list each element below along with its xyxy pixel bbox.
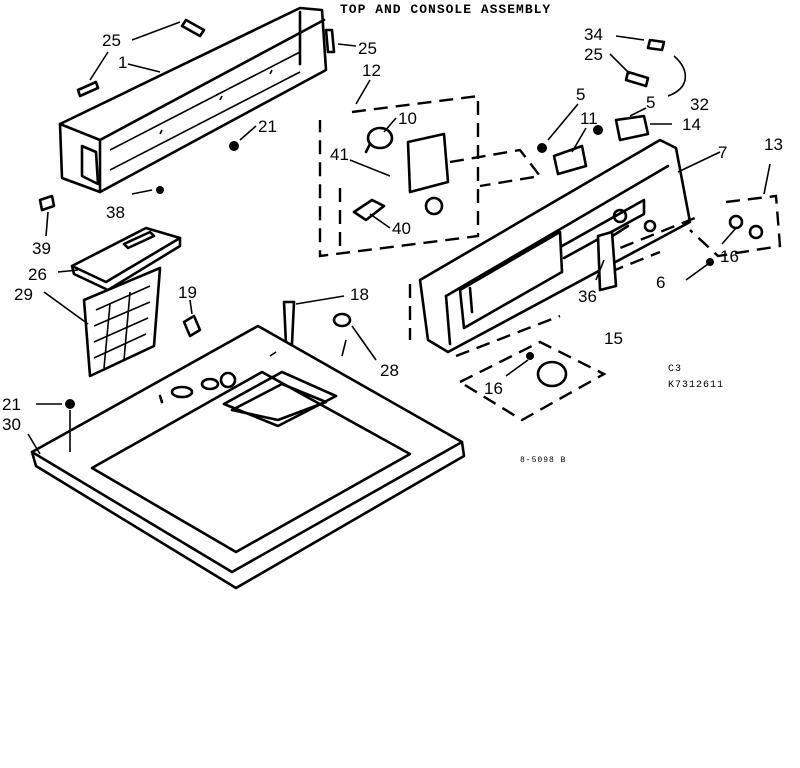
callout-1: 1 — [118, 53, 127, 72]
screw-25-right — [324, 28, 336, 54]
switch-41 — [406, 132, 450, 194]
callout-39: 39 — [32, 239, 51, 258]
callout-18: 18 — [350, 285, 369, 304]
callout-16-right: 16 — [720, 247, 739, 266]
lint-cover-26 — [70, 226, 182, 292]
leader-lines — [27, 21, 771, 455]
wire-32 — [667, 55, 687, 97]
main-top-30 — [30, 324, 466, 590]
bracket-36 — [596, 230, 618, 292]
callout-40: 40 — [392, 219, 411, 238]
console-dashed-lower — [609, 250, 661, 274]
callout-26: 26 — [28, 265, 47, 284]
callout-15: 15 — [604, 329, 623, 348]
front-console-7 — [408, 138, 692, 354]
callout-10: 10 — [398, 109, 417, 128]
screw-5-left — [537, 143, 547, 153]
terminal-14 — [614, 114, 650, 142]
screw-21-upper — [229, 141, 239, 151]
callout-38: 38 — [106, 203, 125, 222]
screw-5-right — [593, 125, 603, 135]
callout-21-upper: 21 — [258, 117, 277, 136]
console-dashed-right — [599, 214, 701, 258]
callout-34: 34 — [584, 25, 603, 44]
callout-13: 13 — [764, 135, 783, 154]
knob-group-13-box — [689, 194, 782, 258]
knob-40-stem — [424, 196, 444, 216]
screw-39 — [38, 194, 56, 212]
callout-41: 41 — [330, 145, 349, 164]
plug-28-leader-stub — [341, 339, 347, 357]
callout-28: 28 — [380, 361, 399, 380]
console-dashed-base — [455, 314, 561, 358]
knob-15 — [536, 360, 568, 388]
plug-28 — [332, 312, 352, 328]
callout-30: 30 — [2, 415, 21, 434]
callout-5-lower: 5 — [646, 93, 655, 112]
switch-11 — [552, 144, 588, 176]
callout-7: 7 — [718, 143, 727, 162]
callout-21-lower: 21 — [2, 395, 21, 414]
clip-16-lower — [526, 352, 534, 360]
lint-screen-29 — [82, 266, 162, 378]
callout-25-left: 25 — [102, 31, 121, 50]
knob-group-15-box — [457, 340, 607, 422]
callout-16-lower: 16 — [484, 379, 503, 398]
diagram-title: TOP AND CONSOLE ASSEMBLY — [340, 2, 552, 17]
callout-6: 6 — [656, 273, 665, 292]
callout-25-console: 25 — [584, 45, 603, 64]
callout-29: 29 — [14, 285, 33, 304]
screw-25-top — [180, 18, 206, 38]
screw-25-console — [624, 70, 650, 88]
screw-34 — [646, 38, 666, 52]
leader-41 — [449, 148, 543, 188]
screw-18 — [282, 300, 296, 346]
knob-40 — [352, 198, 386, 222]
knob-13 — [728, 214, 744, 230]
knob-10 — [364, 126, 394, 154]
callout-32: 32 — [690, 95, 709, 114]
clip-19 — [182, 314, 202, 338]
callout-12: 12 — [362, 61, 381, 80]
callout-19: 19 — [178, 283, 197, 302]
model-number: K7312611 — [668, 380, 725, 391]
callout-36: 36 — [578, 287, 597, 306]
back-console-panel — [58, 6, 328, 194]
knob-13b — [748, 224, 764, 240]
callout-25-right: 25 — [358, 39, 377, 58]
timer-group-12-box — [318, 94, 480, 258]
drawing-number: 8-5098 B — [520, 456, 567, 465]
callout-14: 14 — [682, 115, 701, 134]
callout-5-upper: 5 — [576, 85, 585, 104]
screw-21-lower — [65, 399, 75, 409]
section-code: C3 — [668, 364, 683, 375]
callout-11: 11 — [580, 109, 598, 128]
screw-25-left — [76, 80, 100, 98]
clip-38 — [156, 186, 164, 194]
